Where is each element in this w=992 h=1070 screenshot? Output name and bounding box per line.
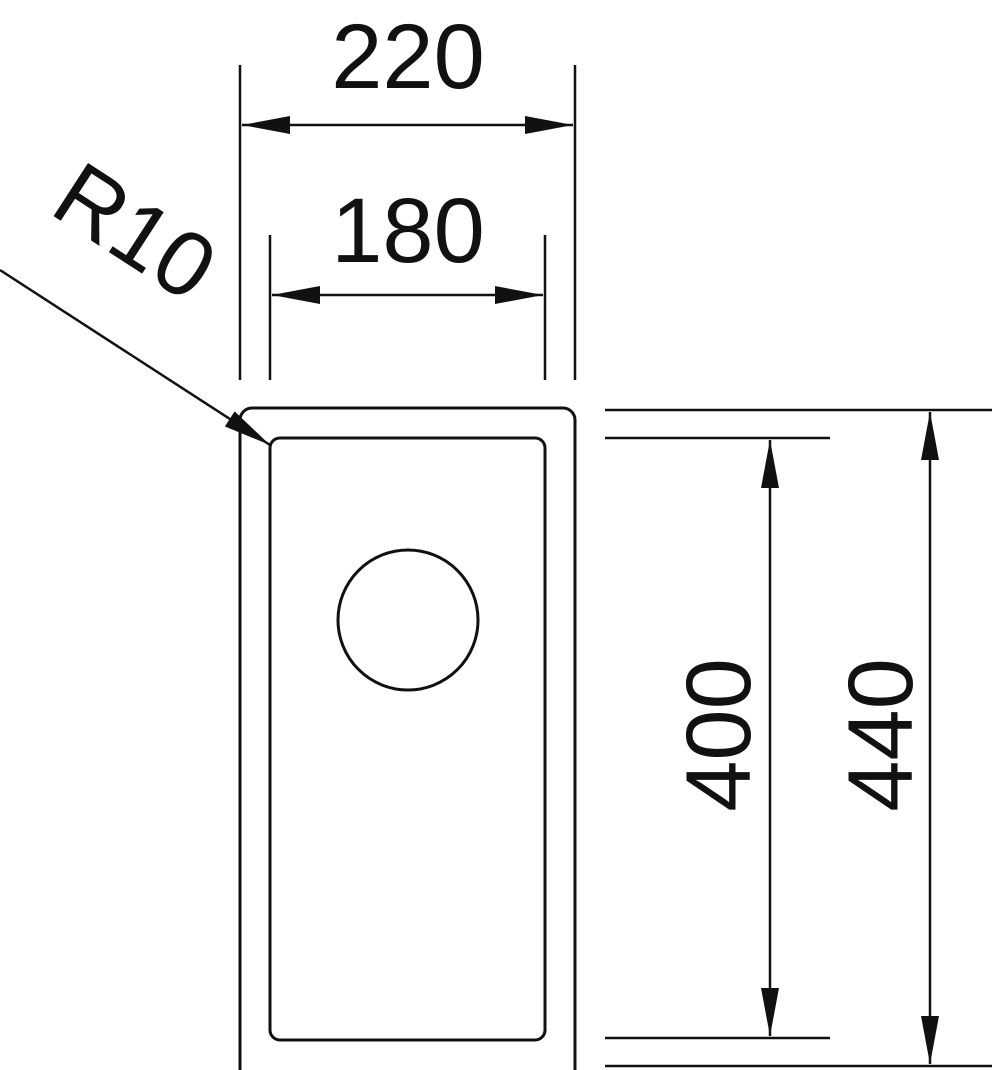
dimension-label-400: 400: [668, 658, 770, 812]
radius-label: R10: [36, 143, 233, 320]
radius-leader-line: [0, 268, 271, 447]
sink-outer-outline: [238, 406, 577, 1070]
drain-hole: [336, 548, 480, 692]
dimension-label-220: 220: [331, 6, 485, 108]
sink-bowl-outline: [268, 436, 547, 1042]
dimension-label-180: 180: [331, 180, 485, 282]
dimension-label-440: 440: [830, 658, 932, 812]
